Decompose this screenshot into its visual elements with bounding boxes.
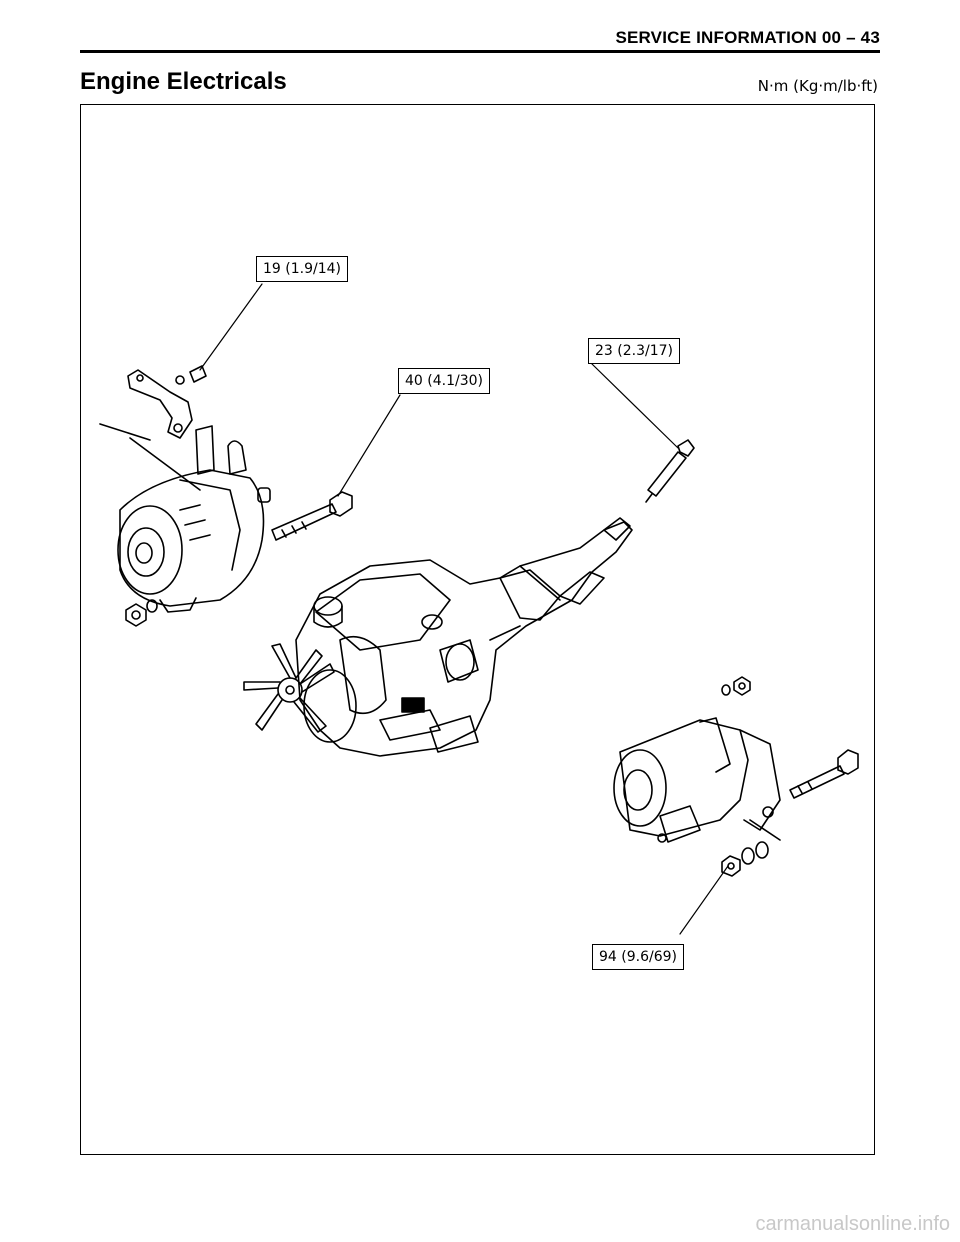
torque-label-glow-plug: 23 (2.3/17) <box>588 338 680 364</box>
engine-transmission-assembly <box>295 517 633 757</box>
glow-plug <box>645 439 695 503</box>
starter-bolt <box>789 749 859 799</box>
alternator-bracket <box>99 369 201 491</box>
starter-nut-washers <box>721 841 769 877</box>
watermark: carmanualsonline.info <box>755 1213 950 1235</box>
cooling-fan <box>243 643 357 743</box>
alternator-through-bolt <box>271 491 353 541</box>
page-header-title: SERVICE INFORMATION 00 – 43 <box>615 28 880 47</box>
header-rule <box>80 50 880 53</box>
alternator <box>117 425 271 613</box>
alternator-nut-washer <box>125 599 158 627</box>
starter-motor <box>613 717 781 843</box>
figure-frame <box>80 104 875 1155</box>
torque-label-starter-nut: 94 (9.6/69) <box>592 944 684 970</box>
bracket-bolt <box>175 365 207 385</box>
starter-upper-nuts <box>721 676 751 696</box>
torque-label-bracket-bolt: 19 (1.9/14) <box>256 256 348 282</box>
torque-units: N·m (Kg·m/lb·ft) <box>757 77 878 95</box>
torque-label-alternator-bolt: 40 (4.1/30) <box>398 368 490 394</box>
section-title: Engine Electricals <box>80 68 287 95</box>
leader-lines <box>199 283 729 935</box>
